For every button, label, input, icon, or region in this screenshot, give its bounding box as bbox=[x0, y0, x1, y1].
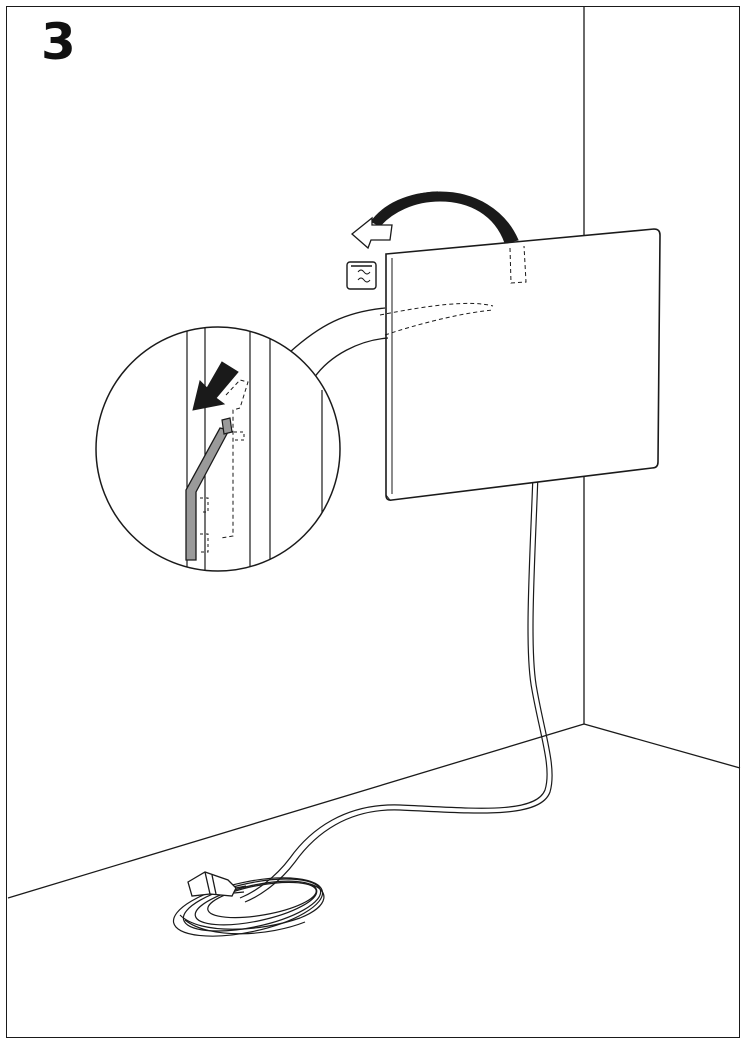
step-number: 3 bbox=[41, 13, 76, 71]
rotate-arrow-icon bbox=[350, 191, 519, 250]
hanging-panel-icon bbox=[379, 228, 661, 501]
bracket-icon bbox=[346, 261, 377, 290]
push-arrow-icon bbox=[192, 361, 239, 411]
plug-icon bbox=[187, 871, 247, 897]
power-cord-icon bbox=[172, 473, 553, 937]
detail-zoom-circle-icon bbox=[95, 307, 389, 572]
